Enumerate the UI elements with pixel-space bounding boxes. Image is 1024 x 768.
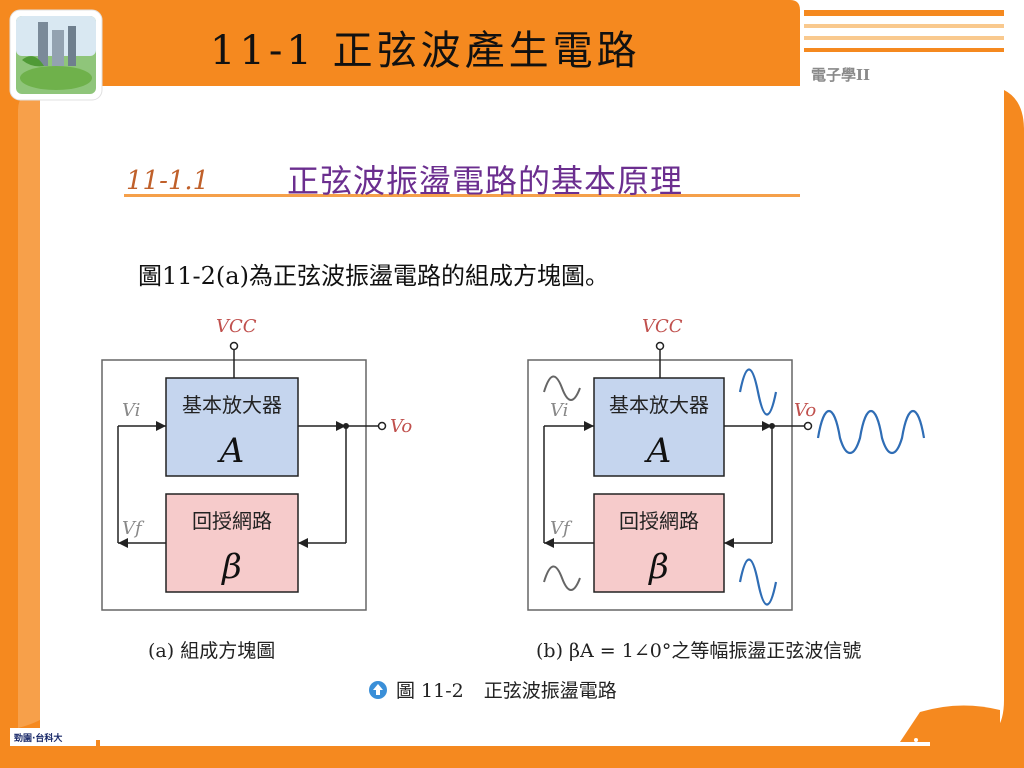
figure-caption: 圖 11-2 正弦波振盪電路 [368,676,617,703]
arrow-head [118,538,128,548]
caption-a: (a) 組成方塊圖 [148,640,276,662]
building-shape [52,30,64,66]
arrow-head [724,538,734,548]
header-bar [0,0,800,86]
figure-title: 正弦波振盪電路 [483,680,617,702]
feedback-output-wave [738,558,778,606]
arrow-head [336,421,346,431]
vcc-label: VCC [216,316,257,337]
feedback-block [165,493,299,593]
vi-label: Vi [122,400,140,421]
bottom-right-curve [900,705,1000,742]
section-title: 正弦波振盪電路的基本原理 [287,162,684,200]
dot [914,738,918,742]
brand-label: 電子學II [811,66,871,84]
section-number: 11-1.1 [126,166,210,196]
amp-output-wave [738,368,778,416]
vi-label: Vi [550,400,568,421]
feedback-label: 回授網路 [192,509,272,533]
amp-label: 基本放大器 [609,393,709,417]
building-shape [38,22,48,66]
right-band [996,90,1024,768]
diagram-a: VCC 基本放大器 A 回授網路 β Vo Vi Vf [101,316,412,611]
arrow-head [762,421,772,431]
section-underline [124,194,800,197]
intro-text: 圖11-2(a)為正弦波振盪電路的組成方塊圖。 [138,262,609,290]
bottom-band [0,740,1024,768]
vcc-label: VCC [642,316,683,337]
dot [866,738,870,742]
page-title: 11-1 正弦波產生電路 [210,28,641,74]
left-band-inner [18,86,40,728]
amp-block [165,377,299,477]
grass-shape [20,66,92,90]
vo-label: Vo [794,400,816,421]
amp-symbol: A [644,431,672,471]
caption-b: (b) βA = 1∠0°之等幅振盪正弦波信號 [536,640,862,662]
input-wave-small [543,375,581,401]
vcc-terminal [655,341,665,351]
vf-label: Vf [122,518,145,539]
vo-label: Vo [390,416,412,437]
arrow-head [544,538,554,548]
output-wave-large [816,409,926,455]
feedback-label: 回授網路 [619,509,699,533]
stripe [804,48,1004,52]
diagram-b: VCC 基本放大器 A 回授網路 β Vo Vi Vf [527,316,926,611]
amp-block [593,377,725,477]
vcc-terminal [229,341,239,351]
feedback-block [593,493,725,593]
vo-terminal [803,421,813,431]
vo-terminal [377,421,387,431]
arrow-head [584,421,594,431]
footer-logo-box [10,728,96,746]
figure-number: 圖 11-2 [396,680,464,702]
building-shape [68,26,76,66]
vf-label: Vf [550,518,573,539]
leaf-shape [22,56,44,67]
feedback-wave-small [543,565,581,591]
footer-logo: 勁園·台科大 [14,734,63,744]
stripe [804,10,1004,16]
bottom-band-inner [100,738,930,746]
stripe [804,24,1004,28]
amp-symbol: A [217,431,245,471]
arrow-up-circle-icon [369,681,387,699]
arrow-head [298,538,308,548]
arrow-head [156,421,166,431]
feedback-symbol: β [220,547,242,587]
feedback-symbol: β [647,547,669,587]
stripe [804,36,1004,40]
amp-label: 基本放大器 [182,393,282,417]
